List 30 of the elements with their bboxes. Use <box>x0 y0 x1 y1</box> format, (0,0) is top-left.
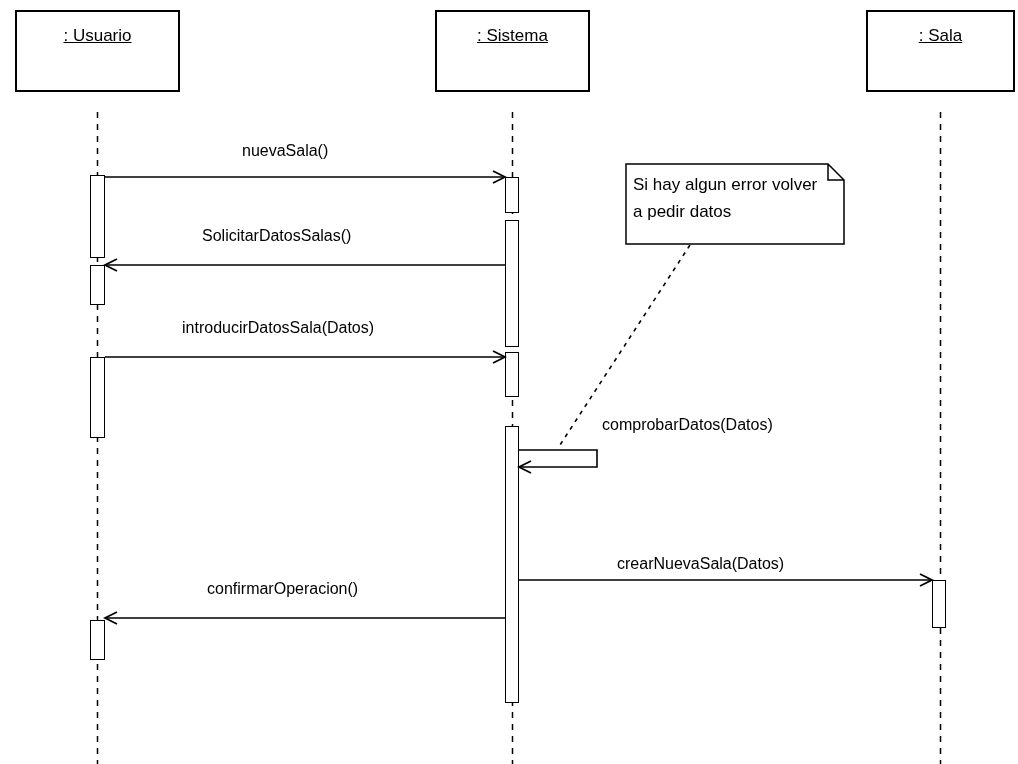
activation-bar <box>90 357 105 438</box>
activation-bar <box>505 426 519 703</box>
note-connector <box>559 244 691 446</box>
message-label: nuevaSala() <box>240 142 331 160</box>
activation-bar <box>90 265 105 305</box>
message-label: confirmarOperacion() <box>205 580 361 598</box>
message-arrow <box>104 170 506 184</box>
message-label: introducirDatosSala(Datos) <box>180 319 377 337</box>
object-name: : Sala <box>917 26 964 46</box>
note-text: Si hay algun error volver a pedir datos <box>633 174 819 223</box>
activation-bar <box>505 352 519 397</box>
message-arrow <box>518 449 598 474</box>
lifeline-head-box <box>15 10 180 92</box>
object-name: : Sistema <box>476 26 549 46</box>
message-label: crearNuevaSala(Datos) <box>615 555 787 573</box>
object-name: : Usuario <box>62 26 133 46</box>
message-arrow <box>104 258 506 272</box>
activation-bar <box>505 177 519 213</box>
activation-bar <box>505 220 519 347</box>
lifeline-head-box <box>866 10 1015 92</box>
message-arrow <box>104 350 506 364</box>
note-box <box>625 163 845 245</box>
message-arrow <box>104 611 506 625</box>
activation-bar <box>90 620 105 660</box>
message-label: SolicitarDatosSalas() <box>200 227 354 245</box>
activation-bar <box>90 175 105 258</box>
message-arrow <box>518 573 933 587</box>
lifeline-head-box <box>435 10 590 92</box>
activation-bar <box>932 580 946 628</box>
message-label: comprobarDatos(Datos) <box>600 416 775 434</box>
